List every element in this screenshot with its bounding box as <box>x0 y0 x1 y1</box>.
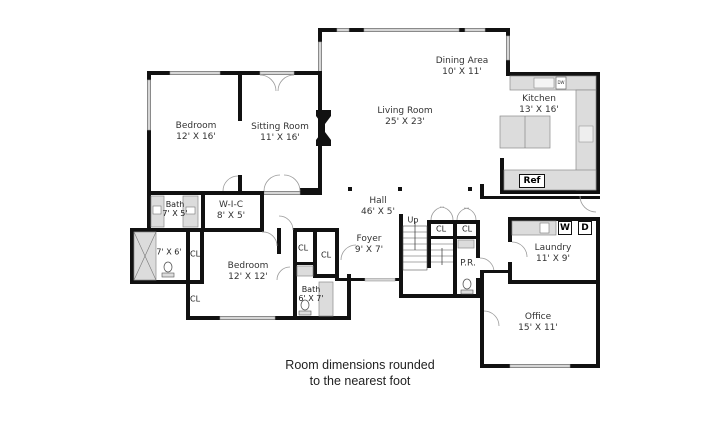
closet-label: CL <box>320 250 332 260</box>
laundry-fixtures <box>511 220 557 236</box>
room-label-wic: W-I-C 8' X 5' <box>216 200 246 221</box>
powder-room-fixtures <box>430 206 495 295</box>
room-label-bath-2: Bath 6' X 7' <box>298 285 324 303</box>
bath1-fixtures <box>150 195 199 228</box>
washer: W <box>558 221 572 235</box>
room-label-laundry: Laundry 11' X 9' <box>534 243 572 264</box>
room-label-hall: Hall 46' X 5' <box>360 196 396 217</box>
room-label-bedroom-2: Bedroom 12' X 12' <box>227 261 269 282</box>
dimensions-note: Room dimensions rounded to the nearest f… <box>285 358 435 388</box>
closet-label: CL <box>461 224 473 234</box>
room-label-foyer: Foyer 9' X 7' <box>354 234 384 255</box>
closet-label: CL <box>297 243 309 253</box>
room-label-kitchen: Kitchen 13' X 16' <box>519 94 559 115</box>
bedroom2-windows <box>219 278 396 320</box>
room-label-sitting-room: Sitting Room 11' X 16' <box>251 122 309 143</box>
room-label-bath-shower: 7' X 6' <box>156 247 182 257</box>
stairs-up-label: Up <box>407 215 419 225</box>
room-label-bedroom-1: Bedroom 12' X 16' <box>175 121 217 142</box>
laundry-office-walls <box>480 184 600 368</box>
closet-label: CL <box>189 249 201 259</box>
room-label-living-room: Living Room 25' X 23' <box>377 106 433 127</box>
bath-wic-walls <box>147 191 264 236</box>
bedroom-windows <box>147 71 301 195</box>
room-label-bath-1: Bath 7' X 5' <box>162 200 188 218</box>
office-windows <box>509 364 571 368</box>
doors-upper <box>222 74 301 192</box>
bedroom-sitting-walls <box>147 71 322 196</box>
refrigerator: Ref <box>519 174 545 188</box>
closet-label: CL <box>435 224 447 234</box>
doors-lower-left <box>261 215 357 281</box>
doors-right <box>483 195 597 327</box>
closet-label: CL <box>189 294 201 304</box>
dishwasher-label: DW <box>557 80 565 85</box>
living-windows <box>318 28 510 75</box>
shower <box>133 231 175 281</box>
stair-block-walls <box>399 214 481 298</box>
fireplace <box>316 110 331 146</box>
room-label-dining-area: Dining Area 10' X 11' <box>435 56 489 77</box>
room-label-powder-room: P.R. <box>460 258 476 269</box>
dryer: D <box>578 221 592 235</box>
bath2-fixtures <box>296 265 334 317</box>
hall-columns <box>348 187 472 191</box>
room-label-office: Office 15' X 11' <box>518 312 558 333</box>
stairs <box>402 222 453 271</box>
